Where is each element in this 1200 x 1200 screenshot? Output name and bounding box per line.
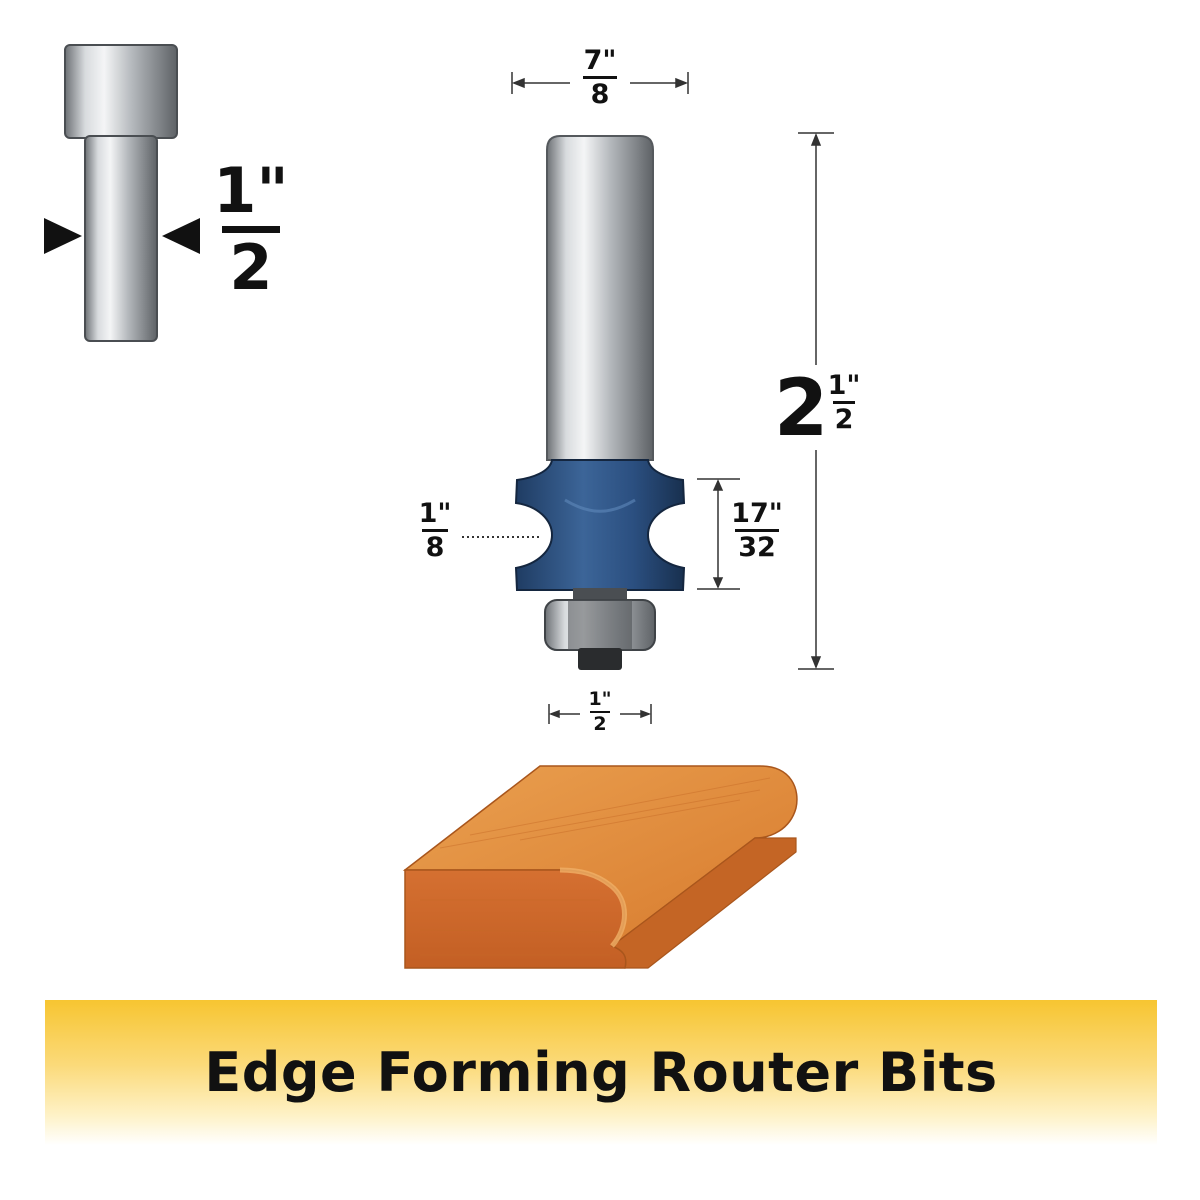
bearing-label: 1" 2 <box>580 690 620 734</box>
shank-size-icon <box>44 44 200 342</box>
shank-size-numerator: 1" <box>213 154 289 227</box>
radius-label: 1" 8 <box>410 500 460 561</box>
bit-shank <box>546 135 654 461</box>
shank-size-denominator: 2 <box>229 231 273 304</box>
wood-profile-sample <box>402 765 798 969</box>
router-bit <box>514 135 686 670</box>
banner-title: Edge Forming Router Bits <box>204 1041 998 1104</box>
shank-size-label: 1" 2 <box>213 154 289 304</box>
top-width-denominator: 8 <box>590 79 610 110</box>
bearing-numerator: 1" <box>588 688 612 710</box>
cut-height-denominator: 32 <box>738 532 776 563</box>
bearing-denominator: 2 <box>593 713 607 735</box>
left-arrow-icon <box>44 218 82 254</box>
top-width-numerator: 7" <box>583 45 617 76</box>
cut-height-dimension <box>697 478 740 590</box>
top-width-label: 7" 8 <box>570 47 630 108</box>
right-arrow-icon <box>162 218 200 254</box>
overall-length-denominator: 2 <box>834 404 854 435</box>
cut-height-label: 17" 32 <box>722 500 792 561</box>
cut-height-numerator: 17" <box>731 498 783 529</box>
radius-numerator: 1" <box>418 498 452 529</box>
overall-length-whole: 2 <box>774 364 829 454</box>
overall-length-numerator: 1" <box>827 370 861 401</box>
bit-cutter <box>514 459 686 591</box>
top-width-dimension <box>511 72 689 94</box>
overall-length-label: 2 1" 2 <box>774 368 884 452</box>
bearing-dimension <box>548 704 652 724</box>
overall-length-dimension <box>798 132 834 670</box>
radius-denominator: 8 <box>425 532 445 563</box>
category-banner: Edge Forming Router Bits <box>45 1000 1157 1145</box>
